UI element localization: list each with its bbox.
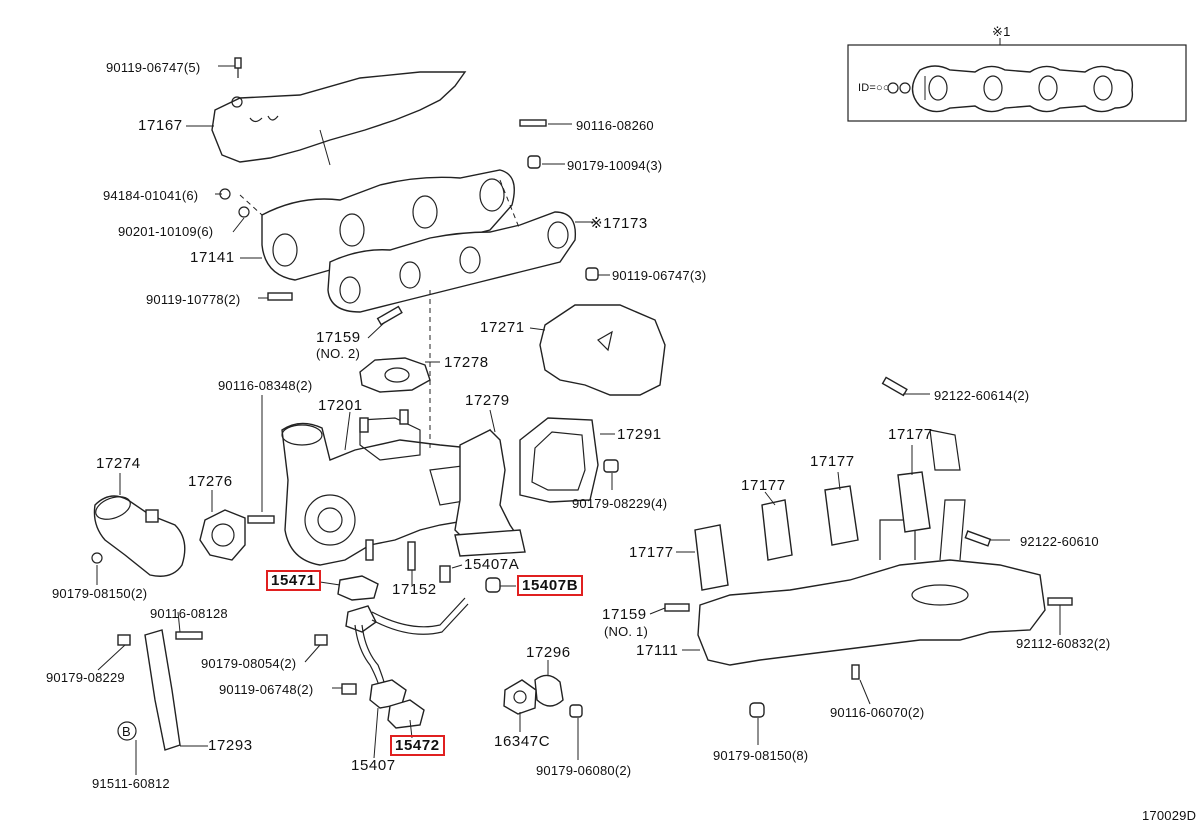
label-17291: 17291	[617, 426, 662, 443]
label-92112-60832-2: 92112-60832(2)	[1016, 636, 1111, 651]
inset-gasket-detail	[847, 38, 1187, 122]
stud-small	[365, 539, 374, 561]
label-90179-10094-3: 90179-10094(3)	[567, 158, 663, 173]
label-17293: 17293	[208, 737, 253, 754]
label-17296: 17296	[526, 644, 571, 661]
diagram-code: 170029D	[1142, 808, 1197, 823]
label-92122-60614-2: 92122-60614(2)	[934, 388, 1030, 403]
label-15471-highlighted[interactable]: 15471	[266, 570, 321, 591]
label-90179-08150-8: 90179-08150(8)	[713, 748, 809, 763]
label-90119-10778-2: 90119-10778(2)	[146, 292, 241, 307]
label-17177-c: 17177	[741, 477, 786, 494]
label-17173: ※17173	[590, 215, 648, 232]
intake-manifold-17111	[664, 499, 1073, 718]
label-90116-08128: 90116-08128	[150, 606, 228, 621]
label-17278: 17278	[444, 354, 489, 371]
exhaust-manifold-17141	[261, 169, 515, 281]
label-17279: 17279	[465, 392, 510, 409]
label-b-circle: B	[122, 724, 131, 739]
gasket-17291	[519, 417, 599, 503]
label-17177-a: 17177	[888, 426, 933, 443]
bolt-90179-08229	[603, 459, 619, 473]
label-17271: 17271	[480, 319, 525, 336]
label-92122-60610: 92122-60610	[1020, 534, 1099, 549]
label-90116-08260: 90116-08260	[576, 118, 654, 133]
label-17274: 17274	[96, 455, 141, 472]
studs-right	[881, 376, 992, 547]
oil-pipe-15407	[314, 565, 501, 729]
label-90179-08054-2: 90179-08054(2)	[201, 656, 297, 671]
label-15407b-highlighted[interactable]: 15407B	[517, 575, 584, 596]
gasket-17276	[199, 509, 275, 561]
bolts-top	[219, 57, 547, 218]
label-91511-60812: 91511-60812	[92, 776, 170, 791]
label-17141: 17141	[190, 249, 235, 266]
gasket-17296	[503, 674, 583, 718]
gasket-17278	[359, 357, 431, 393]
label-17111: 17111	[636, 642, 679, 659]
stay-17293	[117, 629, 203, 751]
label-15407: 15407	[351, 757, 396, 774]
label-90179-08229-4: 90179-08229(4)	[572, 496, 668, 511]
label-15472-highlighted[interactable]: 15472	[390, 735, 445, 756]
turbine-outlet-17279	[454, 429, 526, 557]
gaskets-17177	[694, 429, 961, 591]
label-90179-08229: 90179-08229	[46, 670, 125, 685]
label-17159-no2: 17159	[316, 329, 361, 346]
label-17159-no1: 17159	[602, 606, 647, 623]
label-17177-d: 17177	[629, 544, 674, 561]
label-90116-08348-2: 90116-08348(2)	[218, 378, 313, 393]
label-17167: 17167	[138, 117, 183, 134]
label-90119-06748-2: 90119-06748(2)	[219, 682, 314, 697]
label-94184-01041-6: 94184-01041(6)	[103, 188, 199, 203]
label-17276: 17276	[188, 473, 233, 490]
label-15407a: 15407A	[464, 556, 520, 573]
inset-title: ※1	[992, 24, 1011, 39]
label-90116-06070-2: 90116-06070(2)	[830, 705, 925, 720]
heat-insulator-17271	[539, 304, 666, 396]
label-17201: 17201	[318, 397, 363, 414]
label-90201-10109-6: 90201-10109(6)	[118, 224, 214, 239]
bolts-mid-left	[267, 267, 599, 326]
label-no1: (NO. 1)	[604, 624, 649, 639]
inset-id-label: ID=○○	[858, 82, 890, 94]
label-no2: (NO. 2)	[316, 346, 361, 361]
elbow-17274	[91, 495, 186, 577]
gasket-17173	[327, 211, 595, 313]
label-90179-06080-2: 90179-06080(2)	[536, 763, 632, 778]
heat-insulator-17167	[211, 71, 467, 166]
label-90119-06747-5: 90119-06747(5)	[106, 60, 201, 75]
label-90119-06747-3: 90119-06747(3)	[612, 268, 707, 283]
label-17152: 17152	[392, 581, 437, 598]
stud-17152	[407, 541, 416, 571]
label-90179-08150-2: 90179-08150(2)	[52, 586, 148, 601]
label-17177-b: 17177	[810, 453, 855, 470]
label-16347c: 16347C	[494, 733, 551, 750]
